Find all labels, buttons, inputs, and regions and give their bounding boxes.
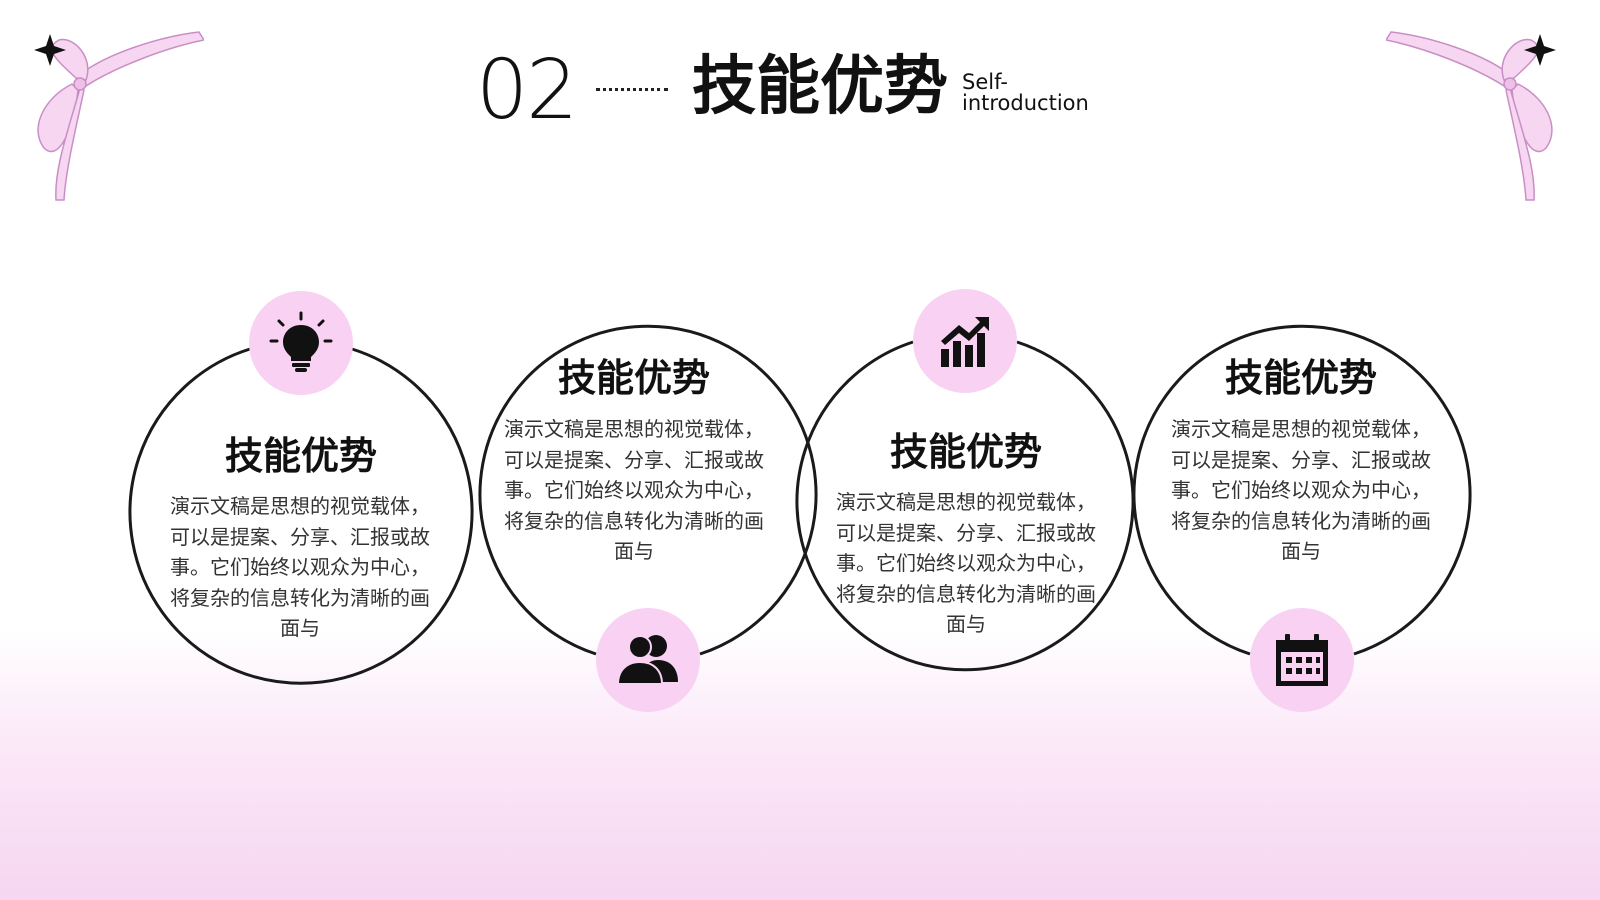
sparkle-star-icon (1524, 34, 1556, 66)
card-4-body: 演示文稿是思想的视觉载体，可以是提案、分享、汇报或故事。它们始终以观众为中心，将… (1171, 417, 1431, 564)
subtitle-line-2: introduction (962, 91, 1089, 115)
card-4-title: 技能优势 (1224, 356, 1377, 400)
card-4-icon-badge (1250, 608, 1354, 712)
growth-chart-icon (941, 317, 989, 367)
page-title: 技能优势 (692, 50, 948, 124)
sparkle-star-icon (34, 34, 66, 66)
card-1-body: 演示文稿是思想的视觉载体，可以是提案、分享、汇报或故事。它们始终以观众为中心，将… (170, 494, 430, 641)
page-subtitle: Self- introduction (962, 72, 1089, 114)
card-3-icon-badge (913, 289, 1017, 393)
card-3-body: 演示文稿是思想的视觉载体，可以是提案、分享、汇报或故事。它们始终以观众为中心，将… (836, 490, 1096, 637)
card-1-icon-badge (249, 291, 353, 395)
card-2-title: 技能优势 (557, 356, 710, 400)
subtitle-line-1: Self- (962, 70, 1008, 94)
card-1-title: 技能优势 (224, 434, 377, 478)
users-icon (616, 635, 678, 685)
header-divider (596, 88, 668, 91)
lightbulb-icon (269, 311, 333, 372)
section-number: 02 (476, 43, 578, 138)
card-2-body: 演示文稿是思想的视觉载体，可以是提案、分享、汇报或故事。它们始终以观众为中心，将… (504, 417, 764, 564)
calendar-icon (1276, 634, 1328, 686)
ribbon-bow-left (34, 31, 204, 201)
card-2-icon-badge (596, 608, 700, 712)
ribbon-bow-right (1386, 31, 1556, 201)
card-3-title: 技能优势 (889, 430, 1042, 474)
